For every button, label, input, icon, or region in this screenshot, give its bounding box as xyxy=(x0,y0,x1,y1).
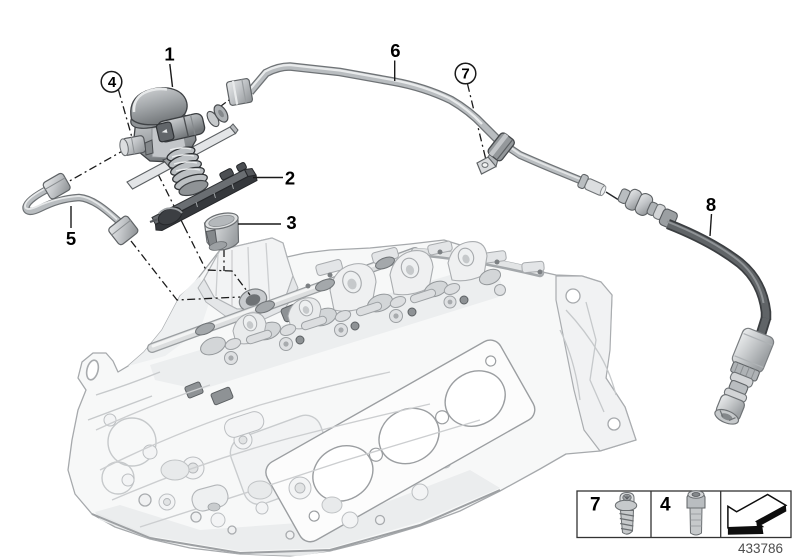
svg-text:1: 1 xyxy=(164,44,174,65)
svg-text:8: 8 xyxy=(706,194,716,215)
svg-text:4: 4 xyxy=(660,495,671,516)
svg-text:5: 5 xyxy=(66,228,76,249)
svg-text:6: 6 xyxy=(390,40,400,61)
svg-text:4: 4 xyxy=(108,74,117,91)
svg-text:3: 3 xyxy=(286,212,296,233)
svg-text:2: 2 xyxy=(285,167,295,188)
svg-text:7: 7 xyxy=(590,495,601,516)
svg-text:433786: 433786 xyxy=(738,541,783,556)
svg-text:7: 7 xyxy=(461,66,469,83)
